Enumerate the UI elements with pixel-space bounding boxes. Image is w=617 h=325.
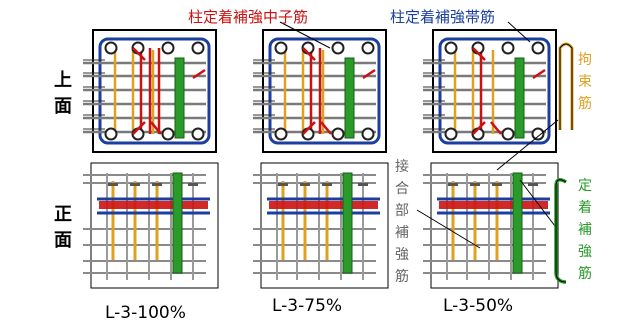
caption-specimen-2: L-3-75% (272, 296, 342, 316)
core-bar-hook (132, 121, 146, 135)
anchor-bar (174, 57, 185, 139)
leader-tie-bar (496, 119, 559, 171)
label-tie-bar-3: 筋 (578, 95, 592, 112)
core-bar-hook (192, 68, 206, 80)
tie-bar-shape-outline (559, 43, 573, 130)
label-core-bar: 柱定着補強中子筋 (188, 8, 308, 26)
core-bar-hook (362, 68, 376, 80)
core-bar-hook (320, 121, 332, 135)
label-joint-bar-5: 強 (395, 247, 409, 263)
label-plan-view-2: 面 (54, 96, 72, 117)
label-anchor-bar-5: 筋 (578, 265, 592, 282)
label-tie-bar-1: 拘 (578, 52, 592, 68)
bar-cap (448, 183, 458, 186)
column-main-bar (501, 41, 515, 55)
label-anchor-bar-2: 着 (578, 200, 592, 216)
core-bar-hook (472, 47, 486, 61)
bar-cap (300, 183, 310, 186)
column-main-bar (331, 41, 345, 55)
label-hoop-bar: 柱定着補強帯筋 (390, 8, 495, 26)
leader-core-bar (279, 21, 331, 49)
bar-cap (130, 183, 140, 186)
panel-group-2 (253, 29, 389, 289)
column-main-bar (191, 127, 205, 141)
bar-cap (358, 183, 368, 186)
anchor-bar-elev (172, 172, 183, 274)
core-bar-hook (132, 47, 146, 61)
leader-anchor-bar (519, 179, 559, 231)
anchor-bar-elev (342, 172, 353, 274)
anchor-bar (514, 57, 525, 139)
core-bar-elev (269, 201, 378, 209)
elevation-outline (260, 162, 389, 289)
column-main-bar (531, 127, 545, 141)
column-main-bar (444, 127, 458, 141)
plan-view (83, 29, 217, 153)
label-anchor-bar-4: 強 (578, 244, 592, 260)
bar-cap (188, 183, 198, 186)
elevation-outline (90, 162, 219, 289)
label-joint-bar-4: 補 (395, 225, 409, 241)
label-anchor-bar-3: 補 (578, 222, 592, 238)
core-bar-hook (302, 47, 316, 61)
bar-cap (278, 183, 288, 186)
label-elev-view-1: 正 (54, 204, 72, 225)
panel-group-3 (423, 29, 559, 289)
panel-group-1 (83, 29, 219, 289)
bar-cap (492, 183, 502, 186)
column-main-bar (531, 41, 545, 55)
label-elev-view-2: 面 (54, 230, 72, 251)
leader-joint-bar (416, 209, 481, 249)
label-joint-bar-1: 接 (395, 158, 409, 175)
column-main-bar (361, 127, 375, 141)
core-bar-hook (532, 68, 546, 80)
tie-bar-shape (558, 42, 574, 130)
anchor-bar-shape (554, 178, 567, 284)
panels (83, 29, 559, 289)
column-main-bar (331, 127, 345, 141)
bar-cap (528, 183, 538, 186)
caption-specimen-3: L-3-50% (443, 296, 513, 316)
plan-view (423, 29, 557, 153)
elevation-view (83, 162, 219, 289)
plan-view (253, 29, 387, 153)
leader-hoop-bar (507, 21, 531, 43)
core-bar-hook (302, 121, 316, 135)
column-main-bar (274, 41, 288, 55)
core-bar-hook (490, 121, 502, 135)
anchor-bar (344, 57, 355, 139)
column-main-bar (191, 41, 205, 55)
elevation-view (253, 162, 389, 289)
bar-cap (470, 183, 480, 186)
column-main-bar (501, 127, 515, 141)
core-bar-hook (472, 121, 486, 135)
caption-specimen-1: L-3-100% (105, 303, 186, 323)
label-joint-bar-3: 部 (395, 203, 409, 219)
label-joint-bar-2: 合 (395, 181, 409, 197)
core-bar-elev (99, 201, 208, 209)
bar-cap (152, 183, 162, 186)
core-bar-hook (150, 121, 162, 135)
elevation-view (423, 162, 559, 289)
label-anchor-bar-1: 定 (578, 178, 592, 194)
column-main-bar (361, 41, 375, 55)
column-main-bar (104, 127, 118, 141)
label-joint-bar-6: 筋 (395, 268, 409, 285)
core-bar-elev (439, 201, 548, 209)
column-main-bar (104, 41, 118, 55)
label-tie-bar-2: 束 (578, 74, 592, 90)
bar-cap (322, 183, 332, 186)
leader-lines (279, 21, 559, 249)
bar-cap (108, 183, 118, 186)
column-main-bar (161, 127, 175, 141)
column-main-bar (444, 41, 458, 55)
elevation-outline (430, 162, 559, 289)
label-plan-view-1: 上 (54, 70, 72, 91)
column-main-bar (274, 127, 288, 141)
column-main-bar (161, 41, 175, 55)
side-bar-illustrations (554, 42, 574, 284)
anchor-bar-shape-outline (555, 179, 567, 283)
anchor-bar-elev (512, 172, 523, 274)
